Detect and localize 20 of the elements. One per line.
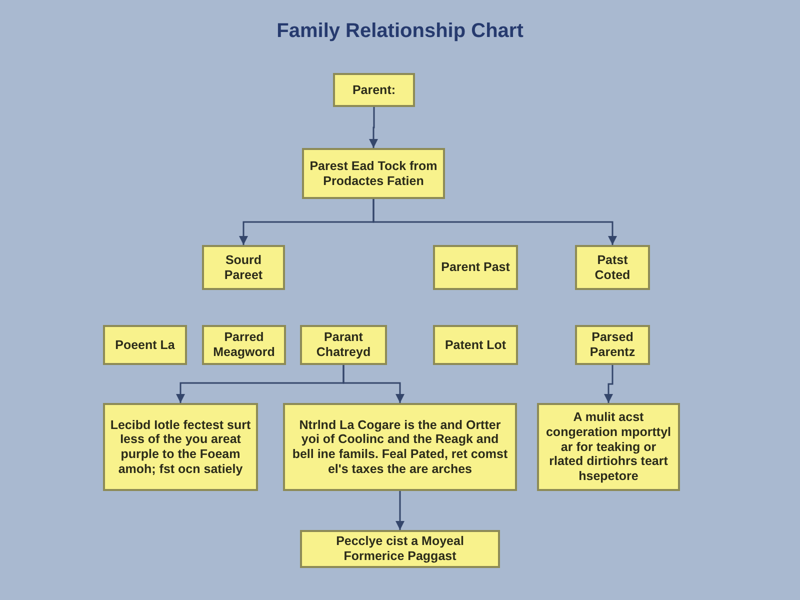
process-box: Pecclye cist a Moyeal Formerice Paggast (300, 530, 500, 568)
process-box: Parest Ead Tock from Prodactes Fatien (302, 148, 445, 199)
process-box: Poeent La (103, 325, 187, 365)
process-box: Patent Lot (433, 325, 518, 365)
process-box: Parsed Parentz (575, 325, 650, 365)
arrow (396, 491, 404, 530)
process-box: Patst Coted (575, 245, 650, 290)
process-box: Parent: (333, 73, 415, 107)
arrow (342, 365, 404, 403)
process-box: Lecibd Iotle fectest surt Iess of the you areat purple to the Foeam amoh; fst ocn satiely (103, 403, 258, 491)
arrow (369, 107, 378, 148)
process-box: Parent Past (433, 245, 518, 290)
chart-title: Family Relationship Chart (276, 20, 524, 43)
process-box: Parred Meagword (202, 325, 286, 365)
arrow (604, 365, 614, 403)
process-box: A mulit acst congeration mporttyl ar for teaking or rlated dirtiohrs teart hsepetore (537, 403, 680, 491)
process-box: Ntrlnd La Cogare is the and Ortter yoi of Coolinc and the Reagk and bell ine famils. Feal Pated, ret comst el's taxes the are arches (283, 403, 517, 491)
process-box: Sourd Pareet (202, 245, 285, 290)
arrow (372, 199, 617, 245)
process-box: Parant Chatreyd (300, 325, 387, 365)
